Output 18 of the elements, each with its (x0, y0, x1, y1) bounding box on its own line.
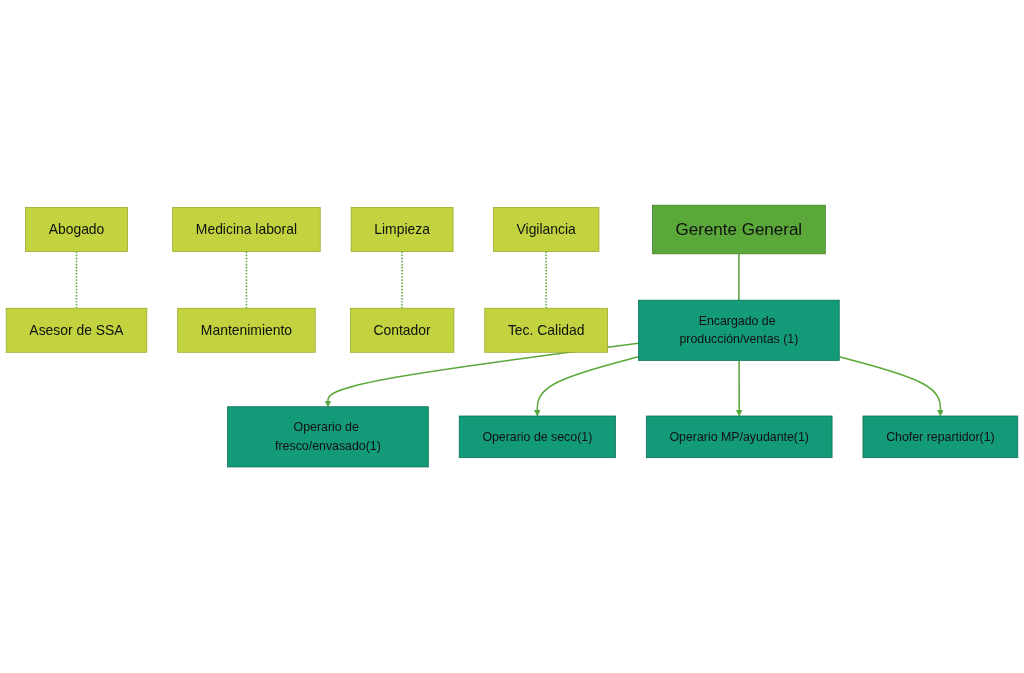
node-box: Tec. Calidad (484, 308, 608, 354)
node-box: Medicina laboral (172, 207, 321, 253)
node-box: Chofer repartidor(1) (862, 416, 1019, 459)
node-box: Limpieza (350, 207, 454, 253)
arrow (735, 360, 743, 417)
node-box: Gerente General (652, 205, 826, 255)
node-box: Operario de seco(1) (458, 416, 616, 459)
node-box: Encargado de producción/ventas (1) (638, 300, 840, 362)
node-box: Mantenimiento (177, 308, 316, 354)
node-box: Contador (349, 308, 455, 354)
node-box: Asesor de SSA (5, 308, 148, 354)
connector (738, 253, 740, 302)
arrow (838, 356, 944, 417)
arrow (533, 356, 640, 417)
node-box: Abogado (25, 207, 128, 253)
node-box: Operario de fresco/envasado(1) (227, 406, 429, 468)
node-box: Operario MP/ayudante(1) (645, 416, 833, 459)
node-box: Vigilancia (493, 207, 600, 253)
